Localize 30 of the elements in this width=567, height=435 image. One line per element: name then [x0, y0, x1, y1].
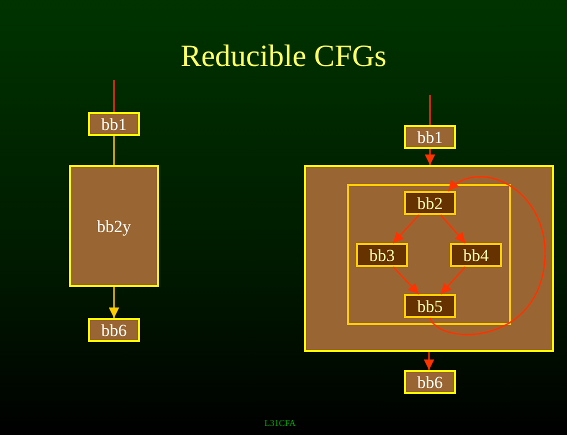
block-label: bb6: [101, 322, 127, 338]
arrow: [424, 149, 436, 165]
arrow: [424, 352, 434, 370]
arrow: [108, 287, 120, 318]
region-box: [347, 184, 511, 325]
block-label: bb2: [417, 194, 443, 212]
block-label: bb2y: [97, 218, 131, 234]
block-box: [404, 125, 456, 149]
arrow: [440, 266, 466, 294]
block-box: [404, 370, 456, 394]
block-box: [404, 294, 456, 318]
block-label: bb4: [463, 246, 489, 264]
block-box: [69, 165, 159, 287]
block-label: bb3: [369, 246, 395, 264]
block-box: [88, 112, 140, 136]
block-label: bb6: [417, 374, 443, 390]
block-box: [356, 243, 408, 267]
region-box: [304, 165, 554, 352]
block-label: bb1: [101, 116, 127, 132]
block-label: bb1: [417, 128, 443, 146]
arrow: [429, 176, 546, 336]
slide-title: Reducible CFGs: [180, 38, 388, 74]
block-label: bb5: [417, 298, 443, 314]
arrow: [392, 266, 420, 295]
arrow: [440, 214, 466, 244]
footer-note: L31CFA: [263, 418, 297, 428]
block-box: [404, 191, 456, 215]
block-box: [88, 318, 140, 342]
arrow: [392, 214, 420, 244]
block-box: [450, 243, 502, 267]
